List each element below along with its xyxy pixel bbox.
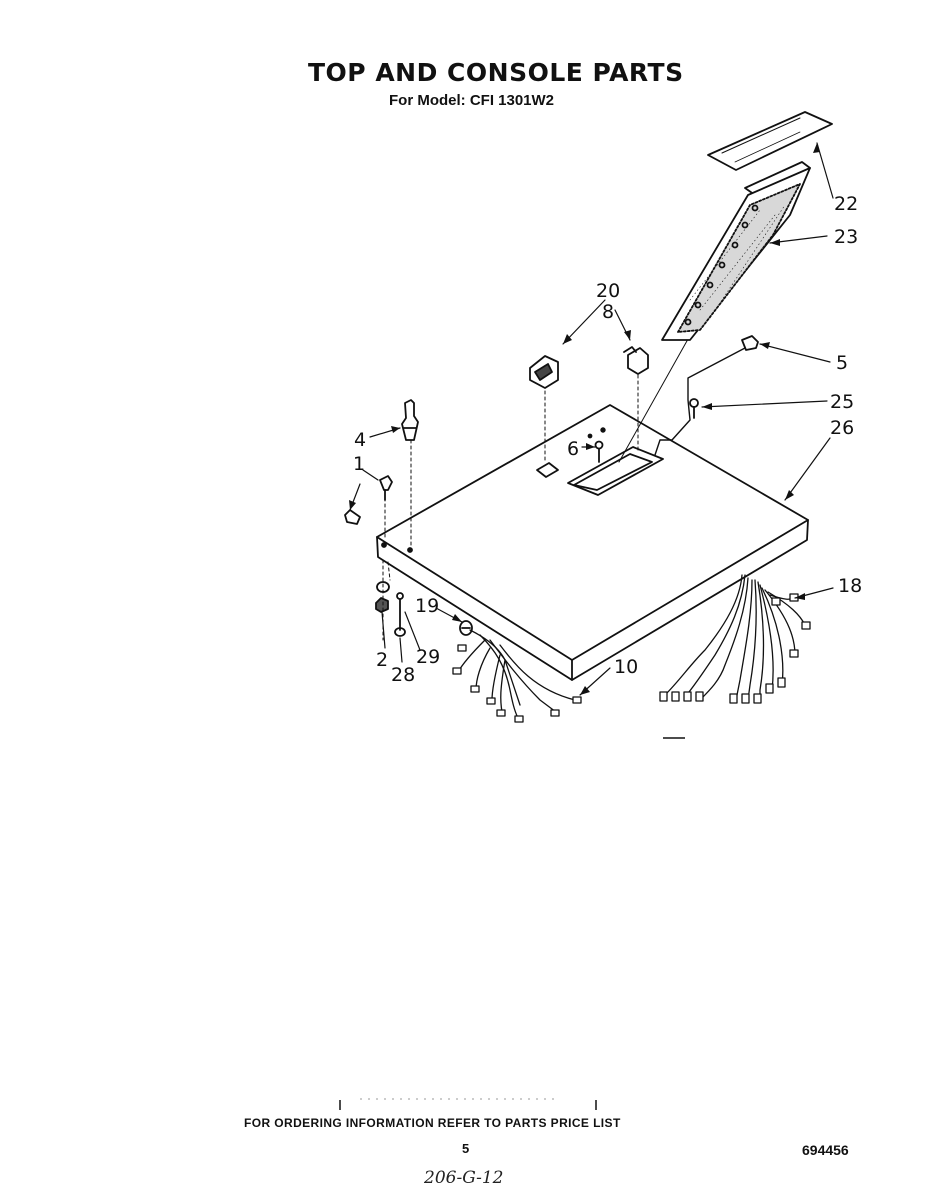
scan-marks xyxy=(339,737,685,1110)
callout-5: 5 xyxy=(836,352,848,374)
switch-part-20 xyxy=(623,346,649,375)
callout-25: 25 xyxy=(830,391,854,413)
callout-1: 1 xyxy=(353,453,365,475)
page-number: 5 xyxy=(462,1141,470,1156)
screw-part-6 xyxy=(594,440,604,463)
hardware-parts-2-28-29 xyxy=(375,559,406,641)
callout-18: 18 xyxy=(838,575,862,597)
callout-4: 4 xyxy=(354,429,366,451)
document-number: 694456 xyxy=(802,1142,849,1158)
console-glass-part-22 xyxy=(707,111,833,171)
pin-part-4 xyxy=(401,399,419,441)
callout-26: 26 xyxy=(830,417,854,439)
callout-10: 10 xyxy=(614,656,638,678)
rocker-switch-part-8 xyxy=(529,355,559,389)
callout-8: 8 xyxy=(602,301,614,323)
page-title: TOP AND CONSOLE PARTS xyxy=(308,58,684,87)
callout-22: 22 xyxy=(834,193,858,215)
handwritten-note: 206-G-12 xyxy=(424,1168,504,1188)
callout-28: 28 xyxy=(391,664,415,686)
part-callouts: 22 23 20 8 5 25 26 4 6 1 18 19 2 28 29 1… xyxy=(353,193,862,686)
screw-part-25 xyxy=(689,398,699,419)
wire-harness-part-10 xyxy=(452,629,582,723)
model-subtitle: For Model: CFI 1301W2 xyxy=(389,92,555,109)
callout-23: 23 xyxy=(834,226,858,248)
wire-harness-part-18 xyxy=(659,574,811,704)
arrowheads xyxy=(349,143,820,695)
callout-6: 6 xyxy=(567,438,579,460)
connector-part-19 xyxy=(459,620,473,636)
screw-part-1 xyxy=(344,475,393,525)
clip-part-5 xyxy=(654,335,759,456)
callout-20: 20 xyxy=(596,280,620,302)
console-panel-part-23 xyxy=(661,161,811,341)
ordering-info-note: FOR ORDERING INFORMATION REFER TO PARTS … xyxy=(244,1116,621,1130)
top-panel-part-26 xyxy=(376,249,809,681)
callout-2: 2 xyxy=(376,649,388,671)
callout-19: 19 xyxy=(415,595,439,617)
callout-29: 29 xyxy=(416,646,440,668)
